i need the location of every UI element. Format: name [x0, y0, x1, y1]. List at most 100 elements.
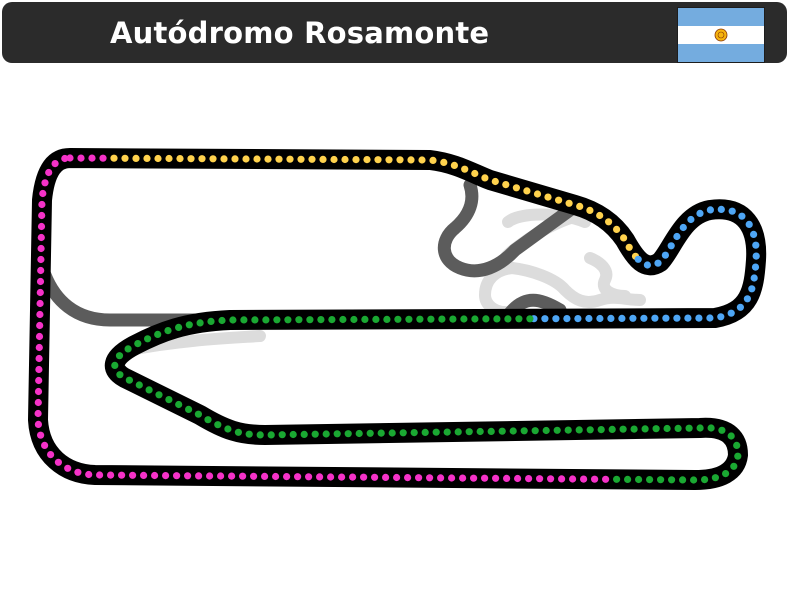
sector-1-dot	[61, 154, 69, 163]
sector-3-dot	[552, 315, 560, 323]
sector-4-dot	[696, 424, 704, 432]
sector-3-dot	[654, 259, 662, 267]
sector-2-dot	[544, 193, 552, 201]
sector-4-dot	[460, 315, 468, 323]
sector-1-dot	[602, 475, 610, 483]
sector-1-dot	[88, 154, 96, 162]
sector-3-dot	[752, 252, 760, 260]
sector-4-dot	[322, 430, 330, 438]
sector-1-dot	[371, 473, 379, 481]
sector-1-dot	[404, 474, 412, 482]
sector-2-dot	[576, 202, 584, 210]
sector-1-dot	[316, 473, 324, 481]
sector-2-dot	[242, 155, 250, 163]
sector-1-dot	[54, 458, 63, 466]
sector-1-dot	[36, 321, 44, 330]
sector-2-dot	[264, 155, 272, 163]
sector-4-dot	[134, 340, 142, 348]
sector-3-dot	[661, 251, 670, 259]
sector-2-dot	[308, 155, 316, 163]
sector-3-dot	[738, 212, 746, 220]
sector-1-dot	[34, 420, 43, 428]
sector-2-dot	[187, 155, 195, 163]
sector-4-dot	[657, 476, 665, 484]
sector-4-dot	[471, 315, 479, 323]
sector-3-dot	[751, 263, 760, 271]
sector-4-dot	[383, 315, 391, 323]
sector-2-dot	[330, 155, 338, 164]
sector-4-dot	[652, 425, 660, 433]
sector-1-dot	[129, 471, 137, 479]
sector-4-dot	[564, 426, 572, 434]
sector-1-dot	[415, 474, 423, 482]
sector-4-dot	[718, 426, 726, 434]
sector-4-dot	[504, 315, 512, 323]
sector-3-dot	[673, 314, 681, 322]
sector-1-dot	[64, 464, 72, 472]
sector-1-dot	[39, 189, 47, 198]
sector-4-dot	[449, 315, 457, 323]
sector-1-dot	[35, 332, 44, 341]
sector-1-dot	[38, 200, 46, 209]
sector-1-dot	[35, 343, 43, 352]
sector-4-dot	[229, 316, 237, 324]
sector-4-dot	[273, 316, 281, 324]
sector-4-dot	[300, 430, 308, 438]
sector-4-dot	[256, 431, 264, 439]
sector-3-dot	[752, 241, 760, 249]
sector-1-dot	[470, 474, 478, 482]
sector-1-dot	[41, 179, 49, 187]
sector-4-dot	[278, 431, 286, 439]
sector-4-dot	[214, 421, 222, 429]
sector-1-dot	[47, 451, 55, 459]
sector-4-dot	[553, 426, 561, 434]
sector-4-dot	[727, 432, 735, 440]
sector-2-dot	[154, 154, 162, 163]
sector-4-dot	[135, 381, 143, 389]
sector-2-dot	[533, 190, 542, 198]
sector-3-dot	[673, 232, 681, 241]
sector-2-dot	[555, 196, 563, 204]
sun-of-may-icon	[714, 28, 728, 42]
sector-3-dot	[634, 255, 642, 263]
sector-4-dot	[405, 315, 413, 323]
sector-2-dot	[625, 243, 633, 251]
sector-2-dot	[341, 155, 349, 164]
sector-4-dot	[613, 475, 621, 483]
sector-2-dot	[121, 154, 129, 162]
sector-1-dot	[35, 376, 43, 385]
sector-2-dot	[297, 155, 305, 163]
sector-1-dot	[35, 365, 43, 374]
sector-1-dot	[195, 472, 203, 480]
sector-1-dot	[107, 471, 115, 479]
argentina-flag-icon	[677, 7, 765, 63]
sector-1-dot	[437, 474, 445, 482]
sector-3-dot	[667, 242, 675, 250]
sector-4-dot	[733, 441, 741, 449]
sector-3-dot	[750, 230, 758, 238]
sector-2-dot	[502, 181, 510, 189]
sector-3-dot	[618, 314, 626, 322]
sector-1-dot	[66, 154, 74, 162]
sector-1-dot	[140, 471, 148, 479]
sector-4-dot	[317, 316, 325, 324]
sector-2-dot	[143, 154, 151, 162]
sector-4-dot	[155, 391, 163, 399]
sector-1-dot	[283, 473, 291, 481]
sector-2-dot	[352, 156, 360, 164]
sector-3-dot	[695, 314, 703, 322]
sector-1-dot	[151, 471, 159, 480]
sector-4-dot	[372, 315, 380, 323]
sector-3-dot	[687, 215, 695, 224]
sector-4-dot	[630, 425, 638, 433]
sector-4-dot	[267, 431, 275, 439]
sector-2-dot	[491, 177, 499, 186]
sector-3	[530, 205, 760, 323]
sector-4-dot	[674, 424, 682, 432]
sector-4-dot	[175, 323, 183, 331]
sector-4-dot	[641, 425, 649, 433]
sector-2-dot	[461, 165, 469, 173]
sector-1-dot	[261, 472, 269, 480]
sector-4-dot	[679, 476, 687, 484]
